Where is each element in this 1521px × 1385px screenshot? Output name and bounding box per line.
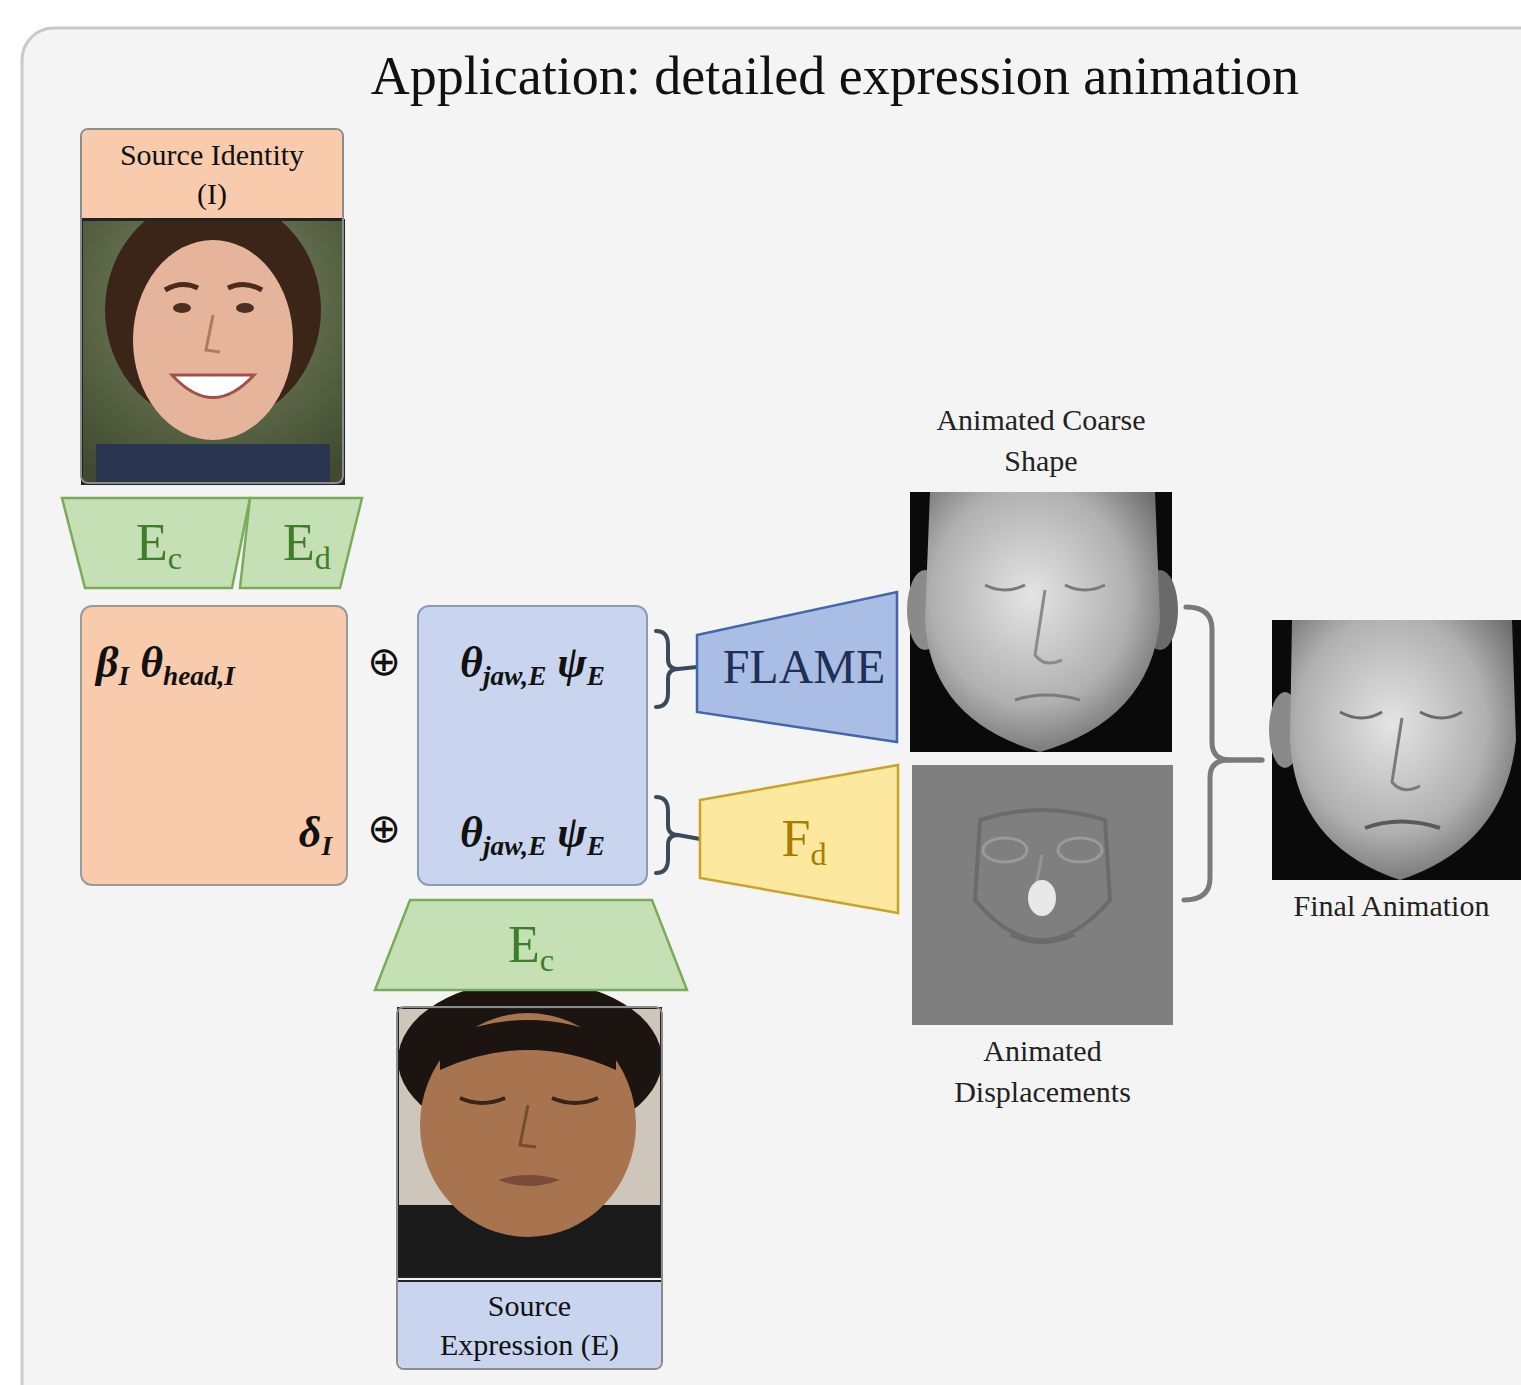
illustration-part <box>1028 880 1056 916</box>
background-panel <box>22 28 1521 1385</box>
parameter-symbols: θjaw,E ψE <box>460 807 605 860</box>
card-title: Source Identity (I) <box>117 135 307 213</box>
photo-slot <box>398 1008 661 1280</box>
illustration-part <box>96 444 330 484</box>
illustration-part <box>173 303 191 313</box>
brace-connector <box>1186 607 1262 760</box>
parameter-symbols: δI <box>299 807 332 860</box>
illustration-part <box>133 240 293 440</box>
illustration-part <box>460 1098 505 1103</box>
subscript: d <box>810 836 826 872</box>
parameter-symbols: βI θhead,I <box>96 637 235 690</box>
operator-symbol: ⊕ <box>355 804 413 852</box>
brace-connector <box>656 631 697 707</box>
block-label: Fd <box>781 810 826 867</box>
displacement-map <box>912 765 1173 1025</box>
label-holder: ⊕ <box>355 804 413 852</box>
illustration-part <box>420 1013 636 1237</box>
illustration-part <box>165 284 198 290</box>
illustration-part <box>1035 590 1062 663</box>
panel-caption: Animated Coarse Shape <box>926 400 1156 481</box>
illustration-part <box>1392 718 1420 790</box>
expression-photo <box>398 980 662 1277</box>
trapezoid-shape <box>240 498 362 588</box>
illustration-part <box>498 1175 560 1186</box>
illustration-part <box>985 585 1025 590</box>
trapezoid-shape <box>697 592 897 742</box>
block-label: Ec <box>136 514 182 571</box>
photo-card: Source Identity (I) <box>80 128 344 484</box>
illustration-part <box>552 1098 598 1103</box>
title-holder: Application: detailed expression animati… <box>250 44 1420 109</box>
card-title: Source Expression (E) <box>422 1286 637 1364</box>
illustration-part <box>912 765 1173 1025</box>
label-holder: ⊕ <box>355 637 413 685</box>
illustration-part <box>398 1008 661 1277</box>
render-panel: Animated Displacements <box>905 765 1180 1115</box>
parameter-symbols: θjaw,E ψE <box>460 637 605 690</box>
diagram-title: Application: detailed expression animati… <box>250 44 1420 109</box>
illustration-part <box>440 1020 616 1070</box>
illustration-part <box>1015 695 1080 700</box>
illustration-part <box>1340 712 1382 718</box>
subscript: I <box>321 831 332 861</box>
brace-connector <box>1184 760 1262 900</box>
illustration-part <box>1010 935 1075 943</box>
block-label: Ec <box>508 916 554 973</box>
illustration-part <box>983 838 1027 862</box>
encoder-trapezoid: Ec <box>62 498 250 588</box>
operator-symbol: ⊕ <box>355 637 413 685</box>
trapezoid-shape <box>700 765 898 913</box>
trapezoid-shape <box>375 900 687 990</box>
identity-photo <box>82 195 344 484</box>
coarse-shape-render <box>907 492 1178 752</box>
illustration-part <box>1065 585 1105 590</box>
illustration-part <box>236 303 254 313</box>
illustration-part <box>1365 822 1440 829</box>
subscript: jaw,E <box>483 661 546 691</box>
parameter-box: βI θhead,I δI <box>80 605 348 886</box>
illustration-part <box>1058 838 1102 862</box>
panel-caption: Animated Displacements <box>928 1031 1158 1112</box>
block-label: Ed <box>283 514 331 571</box>
subscript: d <box>315 540 331 576</box>
encoder-trapezoid: Ed <box>240 498 362 588</box>
panel-caption: Final Animation <box>1269 886 1514 927</box>
illustration-part <box>520 1105 536 1147</box>
subscript: E <box>587 661 605 691</box>
encoder-trapezoid: Ec <box>375 900 687 990</box>
illustration-part <box>228 284 262 290</box>
illustration-part <box>206 315 220 352</box>
subscript: I <box>119 661 130 691</box>
card-header: Source Identity (I) <box>82 130 342 220</box>
illustration-part <box>1272 620 1521 880</box>
card-footer: Source Expression (E) <box>398 1280 661 1368</box>
illustration-part <box>925 492 1160 752</box>
illustration-part <box>1290 620 1516 880</box>
brace-connector <box>656 797 700 873</box>
subscript: jaw,E <box>483 831 546 861</box>
subscript: head,I <box>163 661 235 691</box>
illustration-part <box>910 492 1172 752</box>
illustration-part <box>172 375 254 398</box>
subscript: c <box>540 942 554 978</box>
block-label: FLAME <box>723 641 886 694</box>
illustration-part <box>1420 712 1462 718</box>
photo-card: Source Expression (E) <box>396 1006 663 1370</box>
subscript: c <box>168 540 182 576</box>
subscript: E <box>587 831 605 861</box>
parameter-box: θjaw,E ψE θjaw,E ψE <box>417 605 648 886</box>
decoder-trapezoid: Fd <box>700 765 898 913</box>
final-animation-render <box>1269 620 1521 880</box>
trapezoid-shape <box>62 498 250 588</box>
illustration-part <box>82 220 344 484</box>
decoder-trapezoid: FLAME <box>697 592 897 742</box>
render-panel: Final Animation <box>1262 620 1521 940</box>
illustration-part <box>975 810 1110 940</box>
render-panel: Animated Coarse Shape <box>900 400 1182 755</box>
